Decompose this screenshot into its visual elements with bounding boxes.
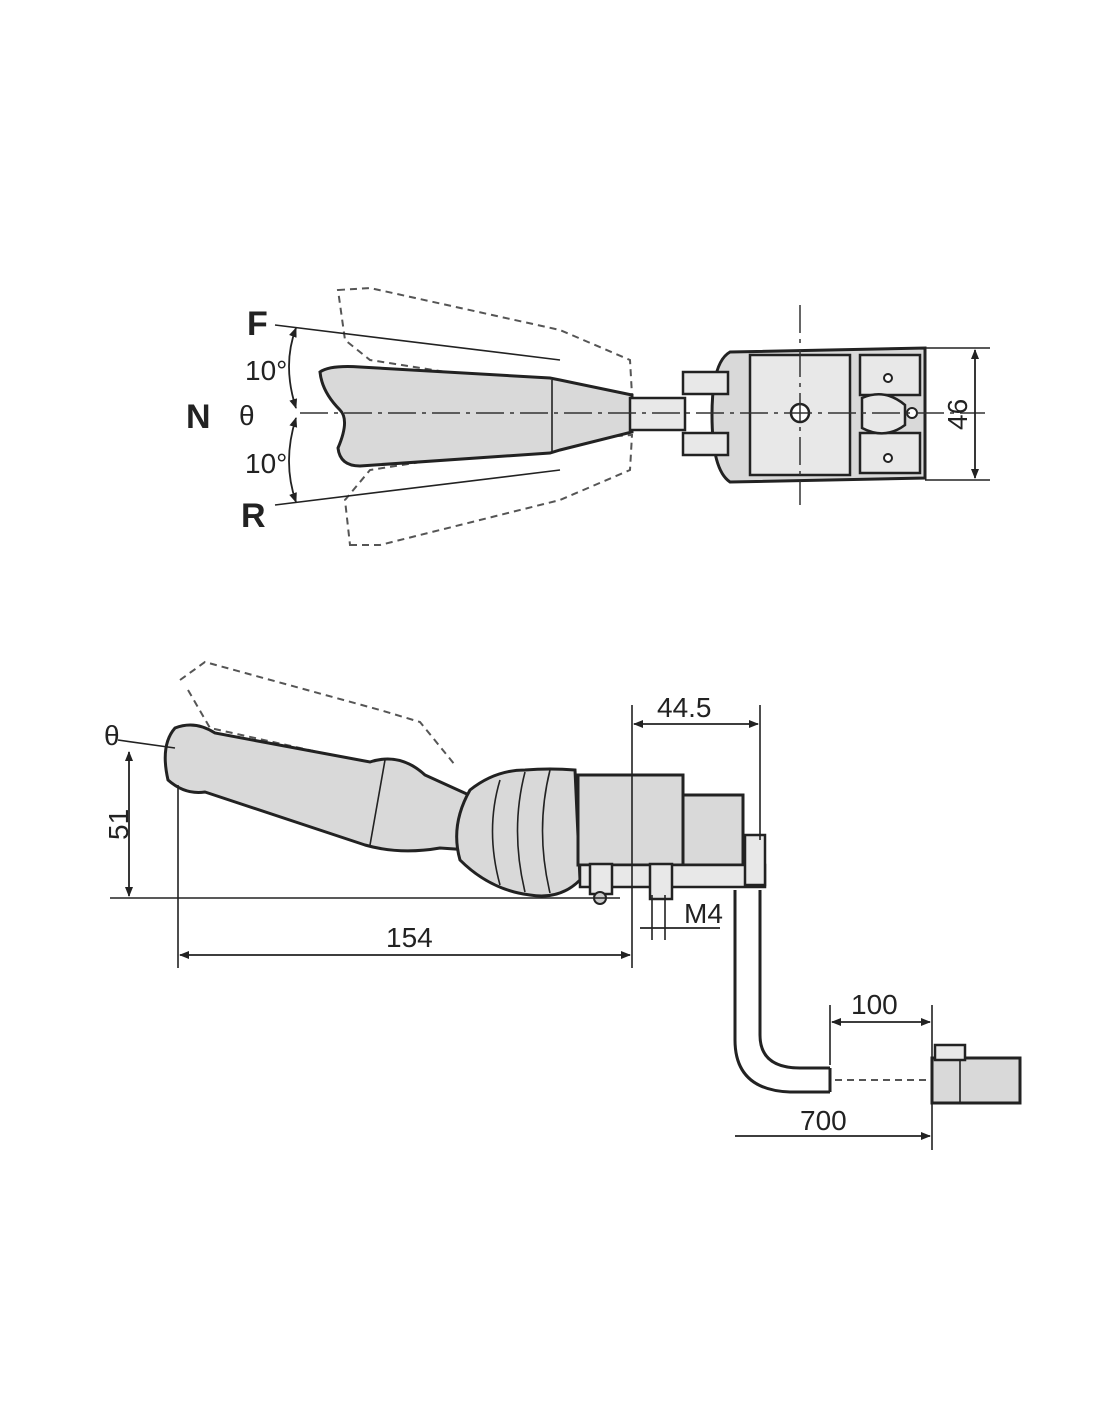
boot-ridge-2 [516, 771, 526, 893]
mount-hole-bottom [883, 453, 893, 463]
label-reverse: R [241, 497, 266, 535]
top-view: F N R 10° 10° θ 46 [186, 286, 990, 546]
cable [733, 890, 830, 1094]
mount-bracket-mid [648, 862, 674, 901]
label-theta-side: θ [104, 720, 120, 751]
mount-bracket-left [588, 862, 614, 896]
label-neutral: N [186, 398, 211, 436]
cable-clamp [743, 833, 767, 887]
terminal-block-bottom [858, 431, 922, 475]
height-ext-top [117, 739, 176, 749]
label-angle-down: 10° [245, 448, 287, 479]
rubber-boot [455, 767, 582, 898]
ray-reverse [274, 469, 561, 506]
label-cable-dim: 700 [800, 1105, 847, 1136]
handle-band-side [369, 759, 386, 846]
switch-module-right [681, 793, 745, 867]
angle-arc-forward [288, 327, 298, 409]
ghost-handle-reverse [343, 433, 634, 546]
cable-inner [758, 890, 830, 1070]
detent-cam [860, 393, 907, 435]
label-body-dim: 44.5 [657, 692, 712, 723]
side-view: θ 51 154 44.5 M4 100 700 [103, 660, 1022, 1150]
connector-latch [933, 1043, 967, 1062]
label-angle-up: 10° [245, 355, 287, 386]
angle-arc-reverse [288, 417, 298, 503]
lever-handle-side [163, 723, 482, 853]
boot-ridge-1 [491, 779, 501, 886]
ray-forward [274, 324, 561, 361]
lever-handle-top [318, 365, 634, 468]
clip-top-left [681, 370, 730, 396]
connector [930, 1056, 1022, 1105]
label-forward: F [247, 305, 268, 343]
switch-body-side [576, 773, 685, 867]
label-length-dim: 154 [386, 922, 433, 953]
label-theta-top: θ [239, 400, 255, 431]
boot-ridge-3 [541, 769, 551, 894]
mount-hole-top [883, 373, 893, 383]
lever-shaft-top [628, 396, 687, 432]
label-height-dim: 51 [103, 809, 134, 840]
label-connector-dim: 100 [851, 989, 898, 1020]
label-width-dim: 46 [942, 399, 973, 430]
label-thread: M4 [684, 898, 723, 929]
clip-bottom-left [681, 431, 730, 457]
